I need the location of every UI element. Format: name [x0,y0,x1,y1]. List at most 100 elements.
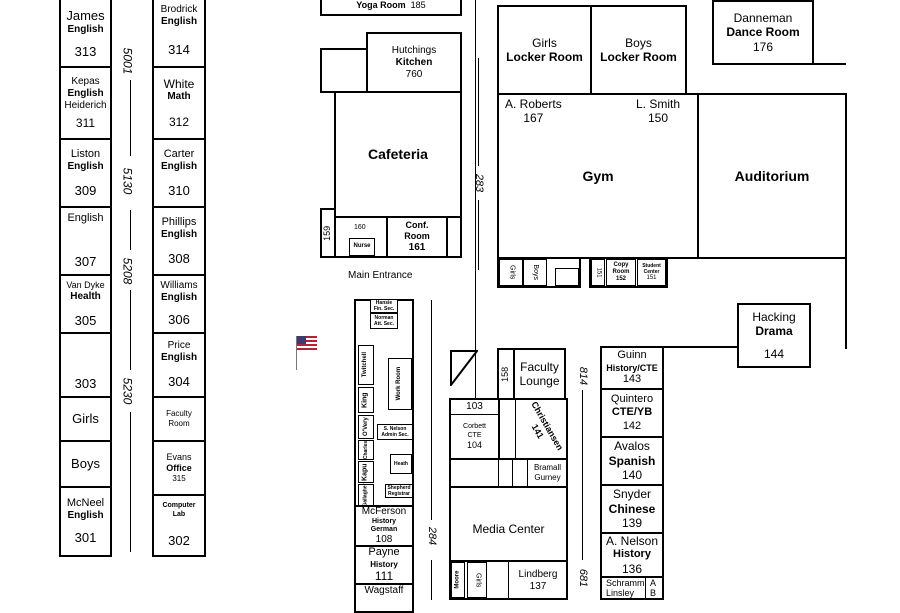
room-111[interactable]: Payne History 111 [354,545,414,585]
wall [600,436,664,438]
overy-office[interactable]: O'Very [358,415,374,439]
girls-restroom[interactable]: Girls [61,398,110,440]
room-label: Computer Lab [162,502,196,518]
heath-office[interactable]: Heath [390,454,412,474]
room-number: 159 [322,225,333,241]
faculty-room[interactable]: Faculty Room [154,398,204,440]
hansie-office[interactable]: Hansie Fin. Sec. [370,299,398,313]
wall [600,532,664,534]
conference-room[interactable]: Conf. Room 161 [388,218,446,256]
work-room[interactable]: Work Room [388,358,412,410]
room-number: 301 [74,530,97,546]
room-140[interactable]: Avalos Spanish 140 [602,438,662,484]
room-number: 108 [375,534,393,546]
gallagher-office[interactable]: Gallagher [358,483,374,507]
bramall-office[interactable]: Bramall Gurney [527,460,567,486]
wall [152,440,206,442]
wall [59,274,112,276]
wall [600,576,664,578]
shepherd-office[interactable]: Shepherd Registrar [385,484,413,498]
kapu-office[interactable]: Kapu [358,461,374,483]
snelson-office[interactable]: S. Nelson Admin Sec. [377,424,413,440]
room-313[interactable]: James English 313 [61,0,110,67]
room-143[interactable]: Guinn History/CTE 143 [602,348,662,388]
room-label: Drama [755,324,793,339]
room-number: 150 [647,111,669,125]
moore-office[interactable]: Moore [451,562,465,598]
faculty-lounge[interactable]: Faculty Lounge [513,348,566,400]
room-312[interactable]: White Math 312 [154,68,204,138]
room-302[interactable]: Computer Lab 302 [154,496,204,555]
girls-restroom-media[interactable]: Girls [467,562,487,598]
subject: History/CTE [606,362,658,373]
auditorium[interactable]: Auditorium [697,93,847,259]
yoga-room[interactable]: Yoga Room 185 [320,0,462,16]
room-ab[interactable]: A B [650,578,656,599]
room-305[interactable]: Van Dyke Health 305 [61,276,110,332]
smith-office[interactable]: L. Smith 150 [636,97,680,125]
boys-locker-room[interactable]: Boys Locker Room [592,7,685,93]
room-151a[interactable]: 151 [591,259,605,286]
room-label: Media Center [472,521,545,536]
room-label: Locker Room [506,50,583,64]
room-139[interactable]: Snyder Chinese 139 [602,486,662,532]
room-310[interactable]: Carter English 310 [154,140,204,206]
dance-room[interactable]: Danneman Dance Room 176 [712,0,814,65]
charles-office[interactable]: Charles [358,440,374,460]
room-label: Copy Room [612,261,630,275]
schramm-linsley-room[interactable]: Schramm Linsley [606,578,645,599]
girls-locker-room[interactable]: Girls Locker Room [499,7,590,93]
room-number: 176 [752,39,774,54]
teacher-name: L. Smith [636,97,681,111]
roberts-office[interactable]: A. Roberts 167 [505,97,562,125]
student-center[interactable]: Student Center 151 [637,259,666,286]
room-136[interactable]: A. Nelson History 136 [602,534,662,576]
room-104[interactable]: Corbett CTE 104 [451,416,498,458]
room-label: Yoga Room [356,0,406,10]
hallway-line [130,412,131,552]
room-label: Charles [363,440,369,460]
room-label: Heath [394,461,408,467]
room-307[interactable]: English 307 [61,208,110,274]
boys-restroom[interactable]: Boys [61,442,110,486]
room-label: Nurse [353,243,371,250]
copy-room[interactable]: Copy Room 152 [606,259,636,286]
room-311[interactable]: Kepas English Heiderich 311 [61,68,110,138]
left-wing-inner-wall [110,0,112,556]
room-141[interactable]: Christiansen 141 [517,400,567,456]
media-center[interactable]: Media Center [451,498,566,560]
room-306[interactable]: Williams English 306 [154,276,204,332]
norman-office[interactable]: Norman Att. Sec. [370,313,398,329]
room-308[interactable]: Phillips English 308 [154,208,204,274]
room-304[interactable]: Price English 304 [154,334,204,396]
room-label: Faculty Room [166,409,192,428]
twitchell-office[interactable]: Twitchell [358,345,374,385]
drama-room[interactable]: Hacking Drama 144 [737,303,811,368]
teacher-name: Evans [166,452,192,463]
room-number: 311 [75,115,96,130]
hallway-284: 284 [426,526,439,546]
room-301[interactable]: McNeel English 301 [61,488,110,555]
hallway-5208: 5208 [120,257,135,285]
room-142[interactable]: Quintero CTE/YB 142 [602,390,662,436]
wall [449,486,568,488]
wagstaff-room[interactable]: Wagstaff [354,583,414,613]
room-number: 314 [168,41,190,57]
room-103[interactable]: 103 [451,400,498,415]
room-108[interactable]: McFerson History German 108 [354,505,414,547]
boys-restroom-gym[interactable]: Boys [523,259,547,286]
room-137[interactable]: Lindberg 137 [508,562,567,600]
subject: Chinese [608,501,656,516]
kitchen[interactable]: Hutchings Kitchen 760 [366,32,462,93]
room-309[interactable]: Liston English 309 [61,140,110,206]
girls-restroom-gym[interactable]: Girls [499,259,523,286]
room-315[interactable]: Evans Office 315 [154,442,204,494]
teacher-name: A. Nelson [605,534,659,549]
room-303[interactable]: 303 [61,334,110,396]
room-number: 143 [622,373,642,386]
nurse-room[interactable]: Nurse [349,238,375,256]
teacher-name: Kepas [71,75,100,87]
king-office[interactable]: King [358,387,374,413]
room-314[interactable]: Brodrick English 314 [154,0,204,67]
cafeteria[interactable]: Cafeteria [334,91,462,218]
